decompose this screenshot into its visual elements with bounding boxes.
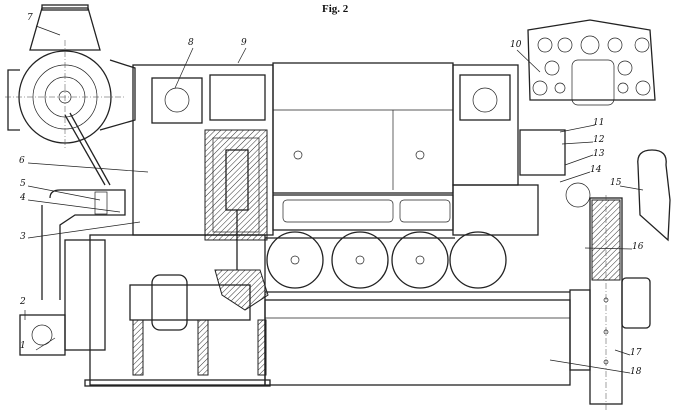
callout-18: 18 bbox=[630, 367, 642, 377]
callout-15: 15 bbox=[610, 178, 622, 188]
callout-11: 11 bbox=[593, 118, 605, 128]
crankcase-covers bbox=[265, 231, 570, 293]
callout-5: 5 bbox=[20, 179, 26, 189]
callout-1: 1 bbox=[20, 341, 26, 351]
flywheel bbox=[569, 149, 671, 410]
crankcase bbox=[19, 234, 571, 387]
callout-9: 9 bbox=[241, 38, 247, 48]
figure-title: Fig. 2 bbox=[322, 3, 349, 15]
callout-3: 3 bbox=[20, 232, 26, 242]
callout-8: 8 bbox=[188, 38, 194, 48]
engine-block bbox=[132, 62, 591, 270]
callout-6: 6 bbox=[19, 156, 25, 166]
air-pipe bbox=[41, 189, 126, 300]
callout-7: 7 bbox=[27, 13, 33, 23]
callout-2: 2 bbox=[20, 297, 26, 307]
instrument-panel bbox=[527, 19, 656, 106]
turbocharger bbox=[5, 4, 136, 186]
callout-14: 14 bbox=[590, 165, 602, 175]
callout-10: 10 bbox=[510, 40, 522, 50]
callout-16: 16 bbox=[632, 242, 644, 252]
callout-13: 13 bbox=[593, 149, 605, 159]
callout-17: 17 bbox=[630, 348, 642, 358]
callout-4: 4 bbox=[20, 193, 26, 203]
callout-leaders bbox=[24, 25, 644, 374]
callout-12: 12 bbox=[593, 135, 605, 145]
